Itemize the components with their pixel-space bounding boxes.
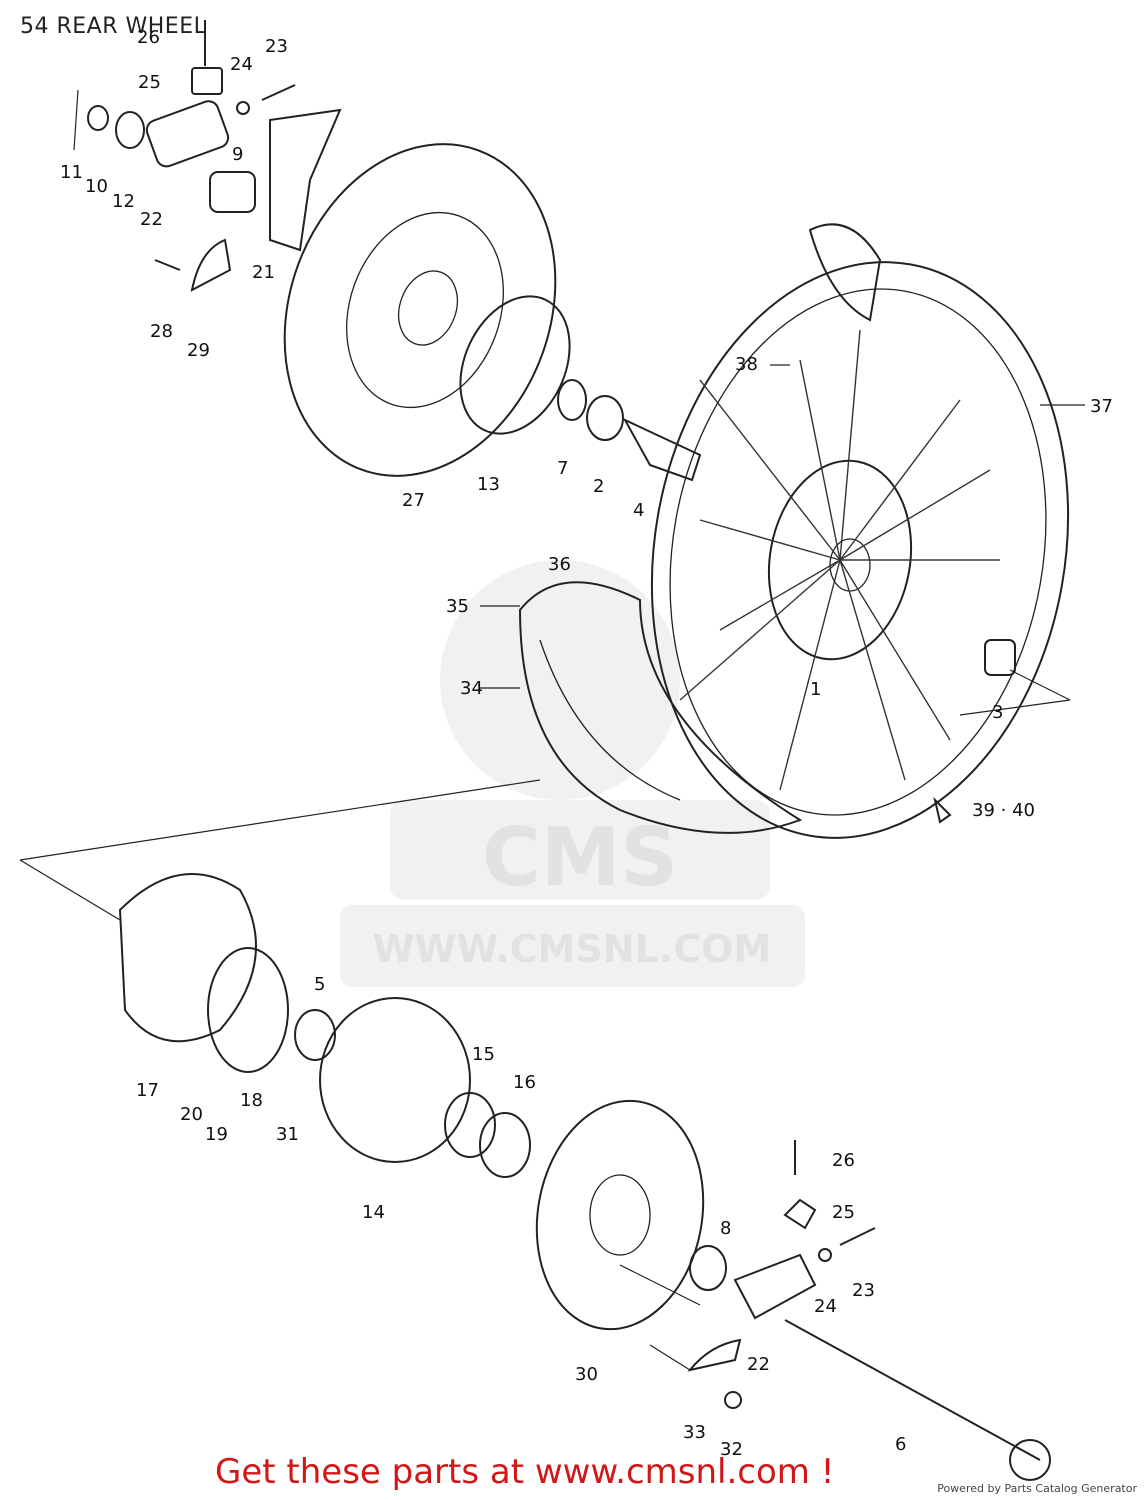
- callout-3: 3: [992, 702, 1003, 723]
- callout-32: 32: [720, 1439, 743, 1460]
- powered-by-text: Powered by Parts Catalog Generator: [937, 1482, 1137, 1495]
- diagram-title: 54 REAR WHEEL: [20, 14, 207, 39]
- watermark-brand: CMS: [482, 811, 678, 904]
- callout-23-lower: 23: [852, 1280, 875, 1301]
- callout-16: 16: [513, 1072, 536, 1093]
- callout-22: 22: [140, 209, 163, 230]
- callout-9: 9: [232, 144, 243, 165]
- callout-29: 29: [187, 340, 210, 361]
- callout-14: 14: [362, 1202, 385, 1223]
- callout-15: 15: [472, 1044, 495, 1065]
- callout-4: 4: [633, 500, 644, 521]
- callout-2: 2: [593, 476, 604, 497]
- callout-39-40: 39 · 40: [972, 800, 1035, 821]
- callout-18: 18: [240, 1090, 263, 1111]
- top-small-parts: [73, 20, 342, 292]
- sprocket-drum-assembly: [118, 873, 1051, 1481]
- callout-36: 36: [548, 554, 571, 575]
- cms-watermark: CMS WWW.CMSNL.COM: [340, 560, 805, 987]
- callout-38: 38: [735, 354, 758, 375]
- callout-7: 7: [557, 458, 568, 479]
- rear-wheel: [650, 261, 1070, 839]
- callout-22-lower: 22: [747, 1354, 770, 1375]
- brake-disc: [283, 143, 557, 477]
- callout-21: 21: [252, 262, 275, 283]
- callout-20: 20: [180, 1104, 203, 1125]
- callout-25-lower: 25: [832, 1202, 855, 1223]
- callout-37: 37: [1090, 396, 1113, 417]
- callout-34: 34: [460, 678, 483, 699]
- callout-17: 17: [136, 1080, 159, 1101]
- dust-seal: [459, 295, 571, 435]
- callout-26: 26: [137, 27, 160, 48]
- callout-30: 30: [575, 1364, 598, 1385]
- footer-cta-link[interactable]: Get these parts at www.cmsnl.com !: [215, 1452, 835, 1492]
- callout-23: 23: [265, 36, 288, 57]
- callout-19: 19: [205, 1124, 228, 1145]
- bearing-spacer-group: [557, 379, 702, 482]
- callout-1: 1: [810, 679, 821, 700]
- callout-13: 13: [477, 474, 500, 495]
- callout-10: 10: [85, 176, 108, 197]
- callout-25: 25: [138, 72, 161, 93]
- callout-27: 27: [402, 490, 425, 511]
- callout-28: 28: [150, 321, 173, 342]
- callout-12: 12: [112, 191, 135, 212]
- callout-6: 6: [895, 1434, 906, 1455]
- callout-35: 35: [446, 596, 469, 617]
- callout-24-lower: 24: [814, 1296, 837, 1317]
- callout-33: 33: [683, 1422, 706, 1443]
- callout-31: 31: [276, 1124, 299, 1145]
- callout-labels: 26 23 25 24 11 10 12 22 9 21 28 29 27 13…: [60, 27, 1113, 1460]
- callout-26-lower: 26: [832, 1150, 855, 1171]
- watermark-url: WWW.CMSNL.COM: [373, 927, 772, 971]
- callout-5: 5: [314, 974, 325, 995]
- tire-and-tube-section: [518, 223, 1016, 834]
- callout-11: 11: [60, 162, 83, 183]
- leader-lines: [19, 364, 1085, 1371]
- callout-8: 8: [720, 1218, 731, 1239]
- callout-24: 24: [230, 54, 253, 75]
